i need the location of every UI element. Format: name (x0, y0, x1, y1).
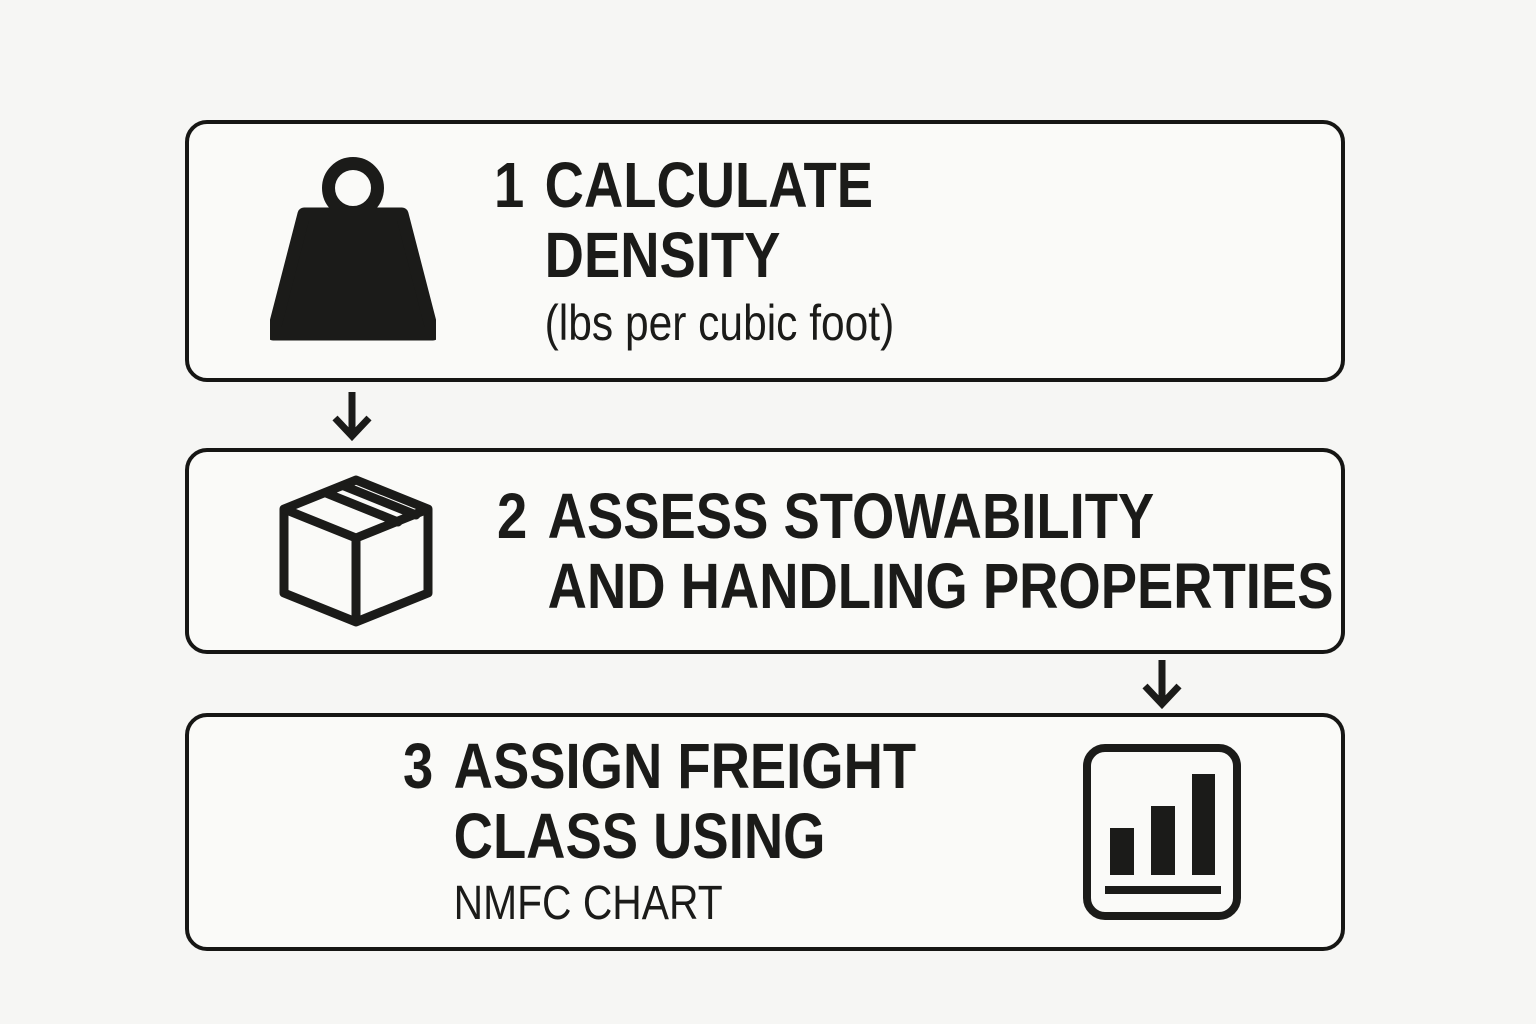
step-title-line: ASSESS STOWABILITY (547, 480, 1155, 552)
step-box-assign-freight-class: 3 ASSIGN FREIGHT CLASS USING NMFC CHART (185, 713, 1345, 951)
step-note: NMFC CHART (453, 876, 723, 930)
arrow-down-icon (329, 391, 375, 441)
step-number: 3 (403, 729, 434, 802)
step-title-line: CLASS USING (453, 799, 826, 872)
step-box-calculate-density: 1 CALCULATE DENSITY (lbs per cubic foot) (185, 120, 1345, 382)
step-2-text: 2 ASSESS STOWABILITY AND HANDLING PROPER… (497, 481, 1333, 621)
step-number: 2 (497, 480, 528, 552)
step-box-assess-stowability: 2 ASSESS STOWABILITY AND HANDLING PROPER… (185, 448, 1345, 654)
step-1-text: 1 CALCULATE DENSITY (lbs per cubic foot) (494, 150, 894, 353)
step-number: 1 (494, 148, 525, 221)
package-icon (278, 472, 434, 630)
step-title-line: CALCULATE (544, 148, 874, 221)
weight-icon (270, 157, 436, 345)
step-title-line: AND HANDLING PROPERTIES (547, 550, 1334, 622)
step-title-line: DENSITY (544, 218, 781, 291)
step-note: (lbs per cubic foot) (544, 294, 895, 351)
step-title-line: ASSIGN FREIGHT (453, 729, 917, 802)
step-3-text: 3 ASSIGN FREIGHT CLASS USING NMFC CHART (403, 731, 916, 934)
arrow-down-icon (1139, 659, 1185, 709)
bar-chart-icon (1083, 744, 1241, 920)
